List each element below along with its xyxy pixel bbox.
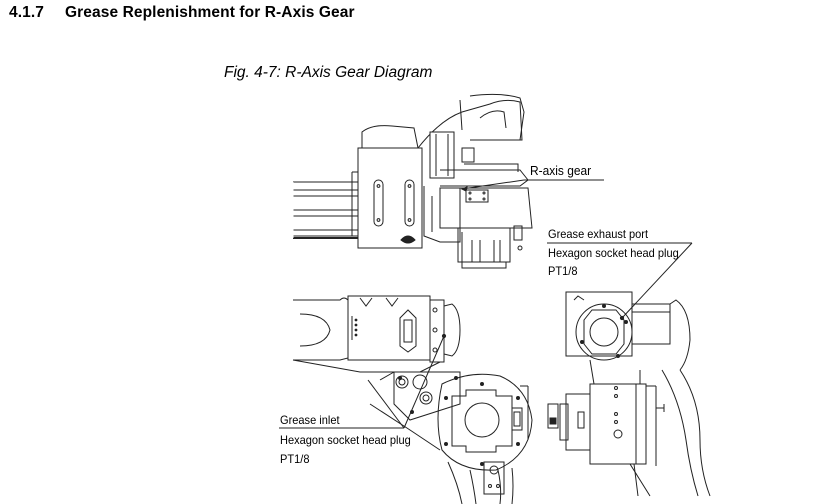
r-axis-gear-leader [462, 180, 604, 191]
section-heading: 4.1.7 Grease Replenishment for R-Axis Gea… [9, 4, 355, 22]
r-axis-gear-label: R-axis gear [530, 163, 592, 178]
exhaust-port-label: Grease exhaust port [548, 227, 649, 241]
inlet-plug-type: Hexagon socket head plug [280, 433, 411, 447]
exhaust-plug-type: Hexagon socket head plug [548, 246, 679, 260]
bottom-right-view-drawing [548, 292, 710, 496]
section-number: 4.1.7 [9, 4, 44, 21]
inlet-plug-size: PT1/8 [280, 452, 310, 466]
exhaust-port-leader [547, 243, 692, 320]
section-title: Grease Replenishment for R-Axis Gear [65, 4, 355, 21]
exhaust-plug-size: PT1/8 [548, 264, 578, 278]
figure-caption: Fig. 4-7: R-Axis Gear Diagram [224, 64, 433, 81]
top-view-drawing [293, 94, 532, 268]
grease-inlet-label: Grease inlet [280, 413, 340, 427]
grease-inlet-leader [279, 334, 446, 428]
top-arm-links [293, 182, 358, 238]
bottom-left-view-drawing [293, 296, 532, 504]
